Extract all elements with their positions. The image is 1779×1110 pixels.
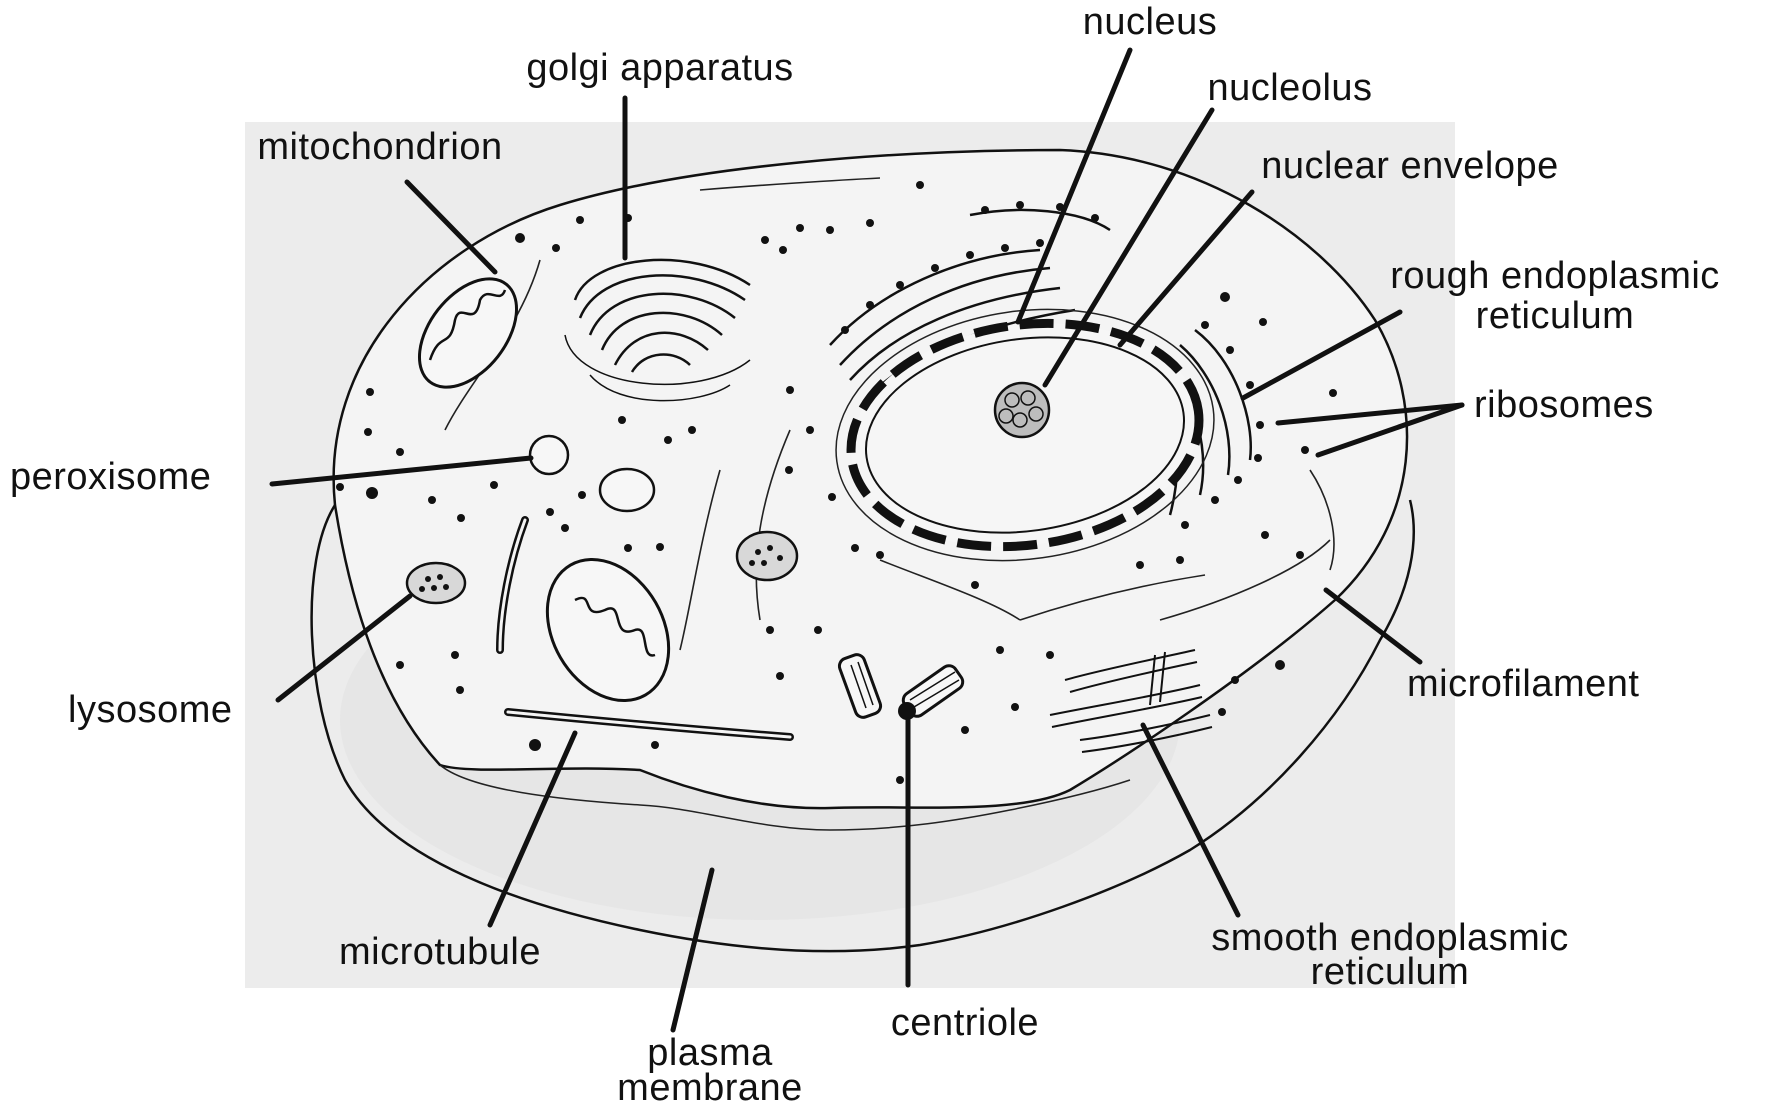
label-nuclear-envelope: nuclear envelope <box>1220 146 1600 187</box>
label-microfilament: microfilament <box>1407 664 1727 705</box>
label-smooth-er-line2: reticulum <box>1230 952 1550 993</box>
label-lysosome: lysosome <box>68 690 298 731</box>
lysosome-organelle <box>407 563 465 603</box>
label-rough-er-line1: rough endoplasmic <box>1345 256 1765 297</box>
label-golgi-apparatus: golgi apparatus <box>480 48 840 89</box>
vesicle <box>600 469 654 511</box>
nucleolus-organelle <box>995 383 1049 437</box>
granular-body <box>737 532 797 580</box>
label-nucleolus: nucleolus <box>1160 68 1420 109</box>
label-centriole: centriole <box>845 1003 1085 1044</box>
label-rough-er-line2: reticulum <box>1395 296 1715 337</box>
label-microtubule: microtubule <box>300 932 580 973</box>
label-plasma-membrane-line2: membrane <box>570 1068 850 1109</box>
label-ribosomes: ribosomes <box>1474 385 1734 426</box>
label-nucleus: nucleus <box>1030 2 1270 43</box>
peroxisome-organelle <box>530 436 568 474</box>
label-peroxisome: peroxisome <box>10 457 280 498</box>
label-mitochondrion: mitochondrion <box>220 127 540 168</box>
